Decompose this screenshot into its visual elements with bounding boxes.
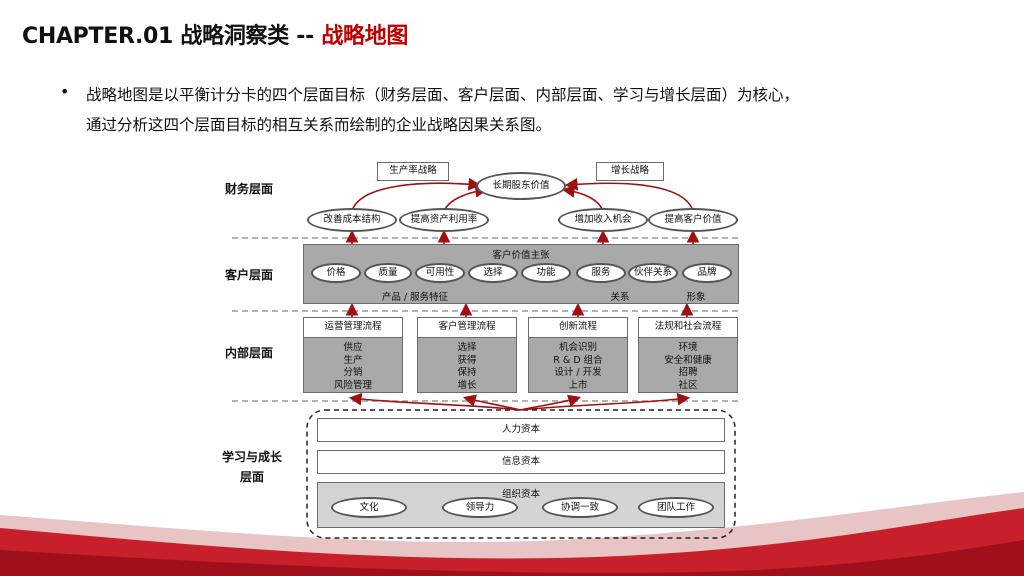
customer-item-function: 功能 bbox=[521, 263, 571, 283]
layer-label-internal: 内部层面 bbox=[224, 346, 273, 360]
long-term-value-pill: 长期股东价值 bbox=[476, 172, 566, 200]
innov-item-design: 设计 / 开发 bbox=[554, 367, 602, 378]
internal-process-ops-items: 供应 生产 分销 风险管理 bbox=[303, 342, 403, 392]
layer-label-learning-line1: 学习与成长 bbox=[221, 450, 282, 464]
goal-revenue-opportunity: 增加收入机会 bbox=[558, 208, 648, 232]
goal-cost-structure: 改善成本结构 bbox=[307, 208, 397, 232]
reg-item-environment: 环境 bbox=[678, 342, 698, 353]
bullet-line-1: 战略地图是以平衡计分卡的四个层面目标（财务层面、客户层面、内部层面、学习与增长层… bbox=[86, 86, 800, 104]
growth-strategy-box: 增长战略 bbox=[596, 162, 664, 181]
ops-item-supply: 供应 bbox=[343, 342, 363, 353]
customer-item-service: 服务 bbox=[576, 263, 626, 283]
customer-item-quality: 质量 bbox=[364, 263, 412, 283]
internal-process-innovation-items: 机会识别 R & D 组合 设计 / 开发 上市 bbox=[528, 342, 628, 392]
customer-group-image: 形象 bbox=[686, 292, 706, 303]
layer-label-learning: 学习与成长 层面 bbox=[214, 447, 290, 487]
goal-customer-value: 提高客户价值 bbox=[648, 208, 738, 232]
layer-label-learning-line2: 层面 bbox=[239, 470, 264, 484]
internal-process-customer-items: 选择 获得 保持 增长 bbox=[417, 342, 517, 392]
arrow-cost-to-value bbox=[351, 177, 482, 212]
reg-item-recruit: 招聘 bbox=[678, 367, 698, 378]
customer-group-relation: 关系 bbox=[610, 292, 630, 303]
innov-item-launch: 上市 bbox=[568, 379, 588, 391]
internal-process-customer-title: 客户管理流程 bbox=[417, 317, 517, 338]
bullet-paragraph: 战略地图是以平衡计分卡的四个层面目标（财务层面、客户层面、内部层面、学习与增长层… bbox=[86, 80, 986, 140]
customer-item-price: 价格 bbox=[311, 263, 361, 283]
cust-item-grow: 增长 bbox=[457, 379, 477, 391]
goal-asset-utilization: 提高资产利用率 bbox=[399, 208, 489, 232]
title-highlight: 战略地图 bbox=[321, 24, 409, 49]
customer-item-partnership: 伙伴关系 bbox=[628, 263, 678, 283]
org-item-alignment: 协调一致 bbox=[542, 497, 618, 518]
innov-item-rd: R & D 组合 bbox=[553, 354, 603, 366]
arrow-customer-value-to-value bbox=[564, 177, 694, 212]
customer-item-availability: 可用性 bbox=[415, 263, 465, 283]
cust-item-select: 选择 bbox=[457, 342, 477, 353]
layer-label-financial: 财务层面 bbox=[224, 182, 273, 196]
human-capital-bar: 人力资本 bbox=[317, 418, 725, 442]
organization-capital-title: 组织资本 bbox=[501, 489, 540, 500]
customer-group-product: 产品 / 服务特征 bbox=[381, 292, 449, 303]
reg-item-community: 社区 bbox=[678, 379, 698, 391]
cust-item-retain: 保持 bbox=[457, 367, 477, 378]
customer-value-title: 客户价值主张 bbox=[492, 250, 550, 261]
productivity-strategy-box: 生产率战略 bbox=[377, 162, 449, 181]
customer-item-selection: 选择 bbox=[468, 263, 518, 283]
ops-item-production: 生产 bbox=[343, 354, 363, 366]
internal-process-ops-title: 运营管理流程 bbox=[303, 317, 403, 338]
org-item-leadership: 领导力 bbox=[442, 497, 518, 518]
bullet-line-2: 通过分析这四个层面目标的相互关系而绘制的企业战略因果关系图。 bbox=[86, 116, 552, 134]
ops-item-distribution: 分销 bbox=[343, 367, 363, 378]
internal-process-innovation-title: 创新流程 bbox=[528, 317, 628, 338]
internal-process-regulatory-title: 法规和社会流程 bbox=[638, 317, 738, 338]
bullet-dot: • bbox=[60, 82, 70, 101]
ops-item-risk: 风险管理 bbox=[333, 379, 372, 391]
cust-item-acquire: 获得 bbox=[457, 354, 477, 366]
reg-item-safety: 安全和健康 bbox=[664, 354, 712, 366]
customer-item-brand: 品牌 bbox=[682, 263, 732, 283]
org-item-teamwork: 团队工作 bbox=[638, 497, 714, 518]
title-prefix: CHAPTER.01 战略洞察类 -- bbox=[22, 24, 322, 49]
layer-label-customer: 客户层面 bbox=[224, 268, 273, 282]
internal-process-regulatory-items: 环境 安全和健康 招聘 社区 bbox=[638, 342, 738, 392]
org-item-culture: 文化 bbox=[331, 497, 407, 518]
information-capital-bar: 信息资本 bbox=[317, 450, 725, 474]
innov-item-opportunity: 机会识别 bbox=[558, 342, 597, 353]
page-title: CHAPTER.01 战略洞察类 -- 战略地图 bbox=[22, 18, 408, 50]
